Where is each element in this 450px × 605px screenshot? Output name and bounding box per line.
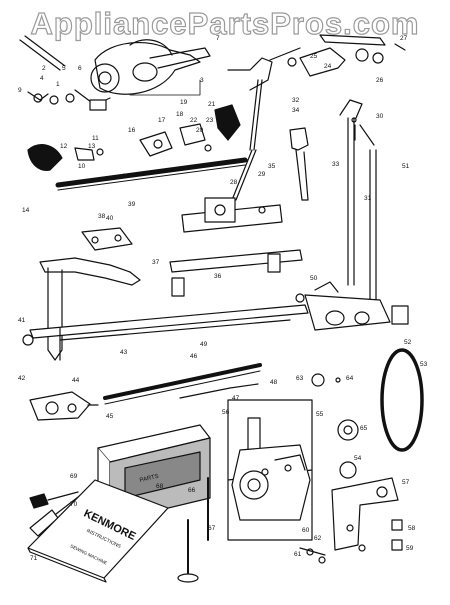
- callout-54: 54: [354, 455, 362, 462]
- callout-6: 6: [78, 65, 82, 72]
- motor-assembly: [227, 399, 313, 541]
- callout-42: 42: [18, 375, 26, 382]
- presser-bar-assembly: [227, 34, 406, 201]
- callout-57: 57: [402, 479, 410, 486]
- callout-19: 19: [180, 99, 188, 106]
- callout-3: 3: [200, 77, 204, 84]
- callout-8: 8: [230, 27, 234, 34]
- callout-53: 53: [420, 361, 428, 368]
- callout-24: 24: [324, 63, 332, 70]
- callout-21: 21: [208, 101, 216, 108]
- callout-12: 12: [60, 143, 68, 150]
- callout-28: 28: [230, 179, 238, 186]
- callout-9: 9: [18, 87, 22, 94]
- motor-bracket: [299, 477, 403, 564]
- spool-pins: [177, 477, 209, 583]
- callout-17: 17: [158, 117, 166, 124]
- callout-59: 59: [406, 545, 414, 552]
- callout-49: 49: [200, 341, 208, 348]
- callout-32: 32: [292, 97, 300, 104]
- callout-65: 65: [360, 425, 368, 432]
- callout-45: 45: [106, 413, 114, 420]
- callout-51: 51: [402, 163, 410, 170]
- callout-71: 71: [30, 555, 38, 562]
- thread-tension-parts: [27, 144, 104, 171]
- callout-22: 22: [190, 117, 198, 124]
- callout-41: 41: [18, 317, 26, 324]
- callout-20: 20: [196, 127, 204, 134]
- callout-36: 36: [214, 273, 222, 280]
- callout-18: 18: [176, 111, 184, 118]
- callout-40: 40: [106, 215, 114, 222]
- callout-23: 23: [206, 117, 214, 124]
- callout-27: 27: [400, 35, 408, 42]
- connecting-rod: [103, 363, 262, 405]
- callout-34: 34: [292, 107, 300, 114]
- callout-44: 44: [72, 377, 80, 384]
- callout-7: 7: [216, 35, 220, 42]
- callout-60: 60: [302, 527, 310, 534]
- callout-29: 29: [258, 171, 266, 178]
- callout-30: 30: [376, 113, 384, 120]
- callout-11: 11: [92, 135, 99, 142]
- callout-5: 5: [62, 65, 66, 72]
- callout-14: 14: [22, 207, 30, 214]
- callout-61: 61: [294, 551, 302, 558]
- callout-15: 15: [122, 173, 130, 180]
- callout-43: 43: [120, 349, 128, 356]
- feed-lever: [39, 227, 141, 361]
- callout-4: 4: [40, 75, 44, 82]
- callout-13: 13: [88, 143, 96, 150]
- callout-68: 68: [156, 483, 164, 490]
- callout-55: 55: [316, 411, 324, 418]
- callout-50: 50: [310, 275, 318, 282]
- callout-46: 46: [190, 353, 198, 360]
- callout-16: 16: [128, 127, 136, 134]
- instruction-manual: [27, 479, 169, 583]
- callout-62: 62: [314, 535, 322, 542]
- callout-38: 38: [98, 213, 106, 220]
- drive-belt: [380, 348, 424, 452]
- callout-56: 56: [222, 409, 230, 416]
- callout-33: 33: [332, 161, 340, 168]
- pulley-parts: [311, 373, 359, 479]
- callout-25: 25: [310, 53, 318, 60]
- hook-assembly: [19, 35, 211, 111]
- right-shaft-assembly: [295, 281, 409, 331]
- feed-bracket: [181, 197, 283, 233]
- callout-67: 67: [208, 525, 216, 532]
- callout-52: 52: [404, 339, 412, 346]
- watermark: AppliancePartsPros.com: [30, 5, 420, 41]
- main-shaft: [22, 304, 309, 361]
- callout-48: 48: [270, 379, 278, 386]
- callout-47: 47: [232, 395, 240, 402]
- bobbin-winder: [29, 391, 99, 421]
- spring-rod: [55, 157, 248, 191]
- callout-58: 58: [408, 525, 416, 532]
- parts-box-text: PARTS: [139, 474, 159, 484]
- callout-35: 35: [268, 163, 276, 170]
- callout-69: 69: [70, 473, 78, 480]
- callout-64: 64: [346, 375, 354, 382]
- callout-10: 10: [78, 163, 86, 170]
- callout-37: 37: [152, 259, 160, 266]
- feed-bar: [169, 249, 303, 297]
- callout-70: 70: [70, 501, 78, 508]
- callout-2: 2: [42, 65, 46, 72]
- cam-mechanism: [139, 104, 241, 157]
- vertical-rods: [289, 99, 377, 301]
- callout-39: 39: [128, 201, 136, 208]
- callout-63: 63: [296, 375, 304, 382]
- callout-31: 31: [364, 195, 372, 202]
- callout-26: 26: [376, 77, 384, 84]
- callout-66: 66: [188, 487, 196, 494]
- callout-1: 1: [56, 81, 60, 88]
